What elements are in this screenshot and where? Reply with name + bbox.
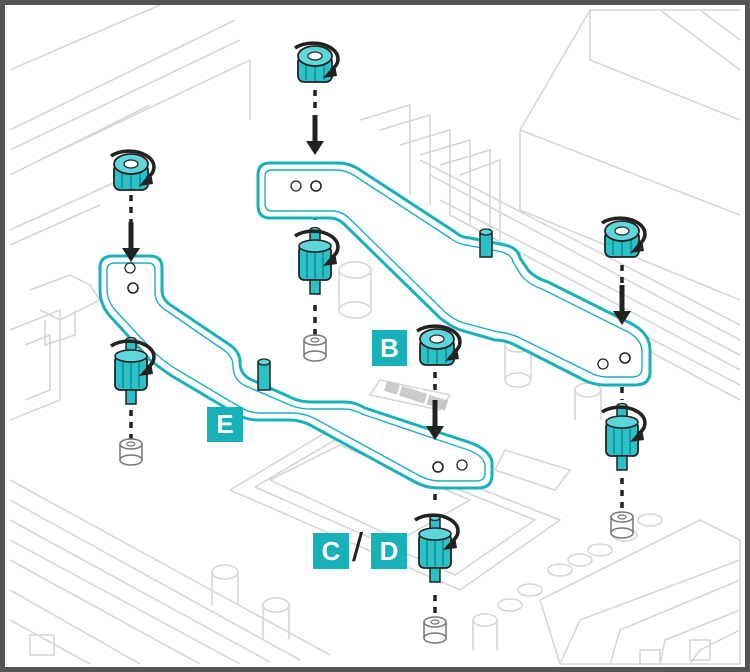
thumbscrew-icon xyxy=(109,336,156,405)
thumbscrew-icon xyxy=(293,41,340,83)
label-c: C xyxy=(313,533,349,569)
socket-chip-label: ▓▓ ▓▓▓▓ ▓▓▓ xyxy=(384,380,449,410)
thumbscrew-icon xyxy=(415,324,462,366)
thumbscrew-icon xyxy=(109,149,156,191)
label-e: E xyxy=(207,407,243,442)
mounting-bracket-upper xyxy=(256,161,652,387)
thumbscrew-icon xyxy=(293,226,340,295)
label-b: B xyxy=(372,330,407,366)
standoff-icon xyxy=(610,511,634,539)
thumbscrew-icon xyxy=(600,402,647,471)
standoff-icon xyxy=(303,334,327,362)
svg-text:▓▓ ▓▓▓▓ ▓▓▓: ▓▓ ▓▓▓▓ ▓▓▓ xyxy=(384,380,449,410)
standoff-icon xyxy=(423,616,447,644)
label-separator: / xyxy=(352,526,364,570)
thumbscrew-icon xyxy=(600,216,647,258)
label-d: D xyxy=(371,533,407,569)
thumbscrew-icon xyxy=(413,513,460,583)
down-arrow-icon xyxy=(306,115,324,155)
standoff-icon xyxy=(119,438,143,466)
bracket-pin-lower xyxy=(257,358,271,391)
bracket-pin-upper xyxy=(479,228,493,258)
mounting-bracket-lower xyxy=(98,254,494,490)
